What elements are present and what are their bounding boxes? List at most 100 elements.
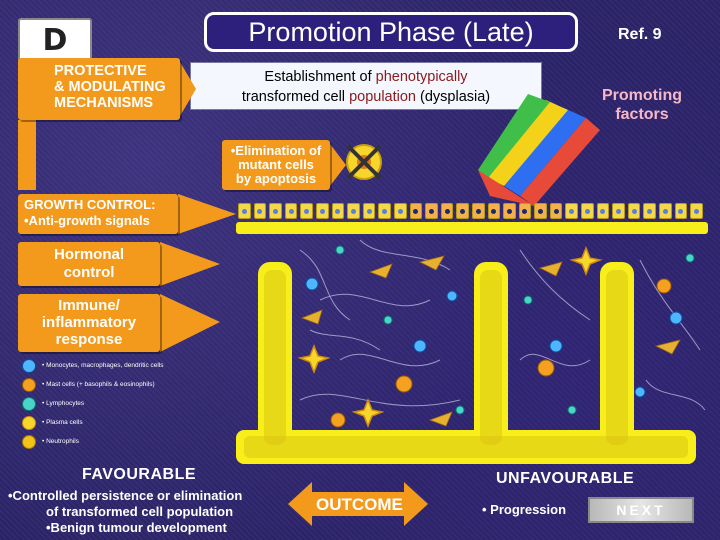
legend-item: • Monocytes, macrophages, dendritic cell… [22,356,212,375]
legend-item: • Plasma cells [22,413,212,432]
immune-arrow [160,294,220,352]
normal-cell [315,203,329,219]
growth-control-line: GROWTH CONTROL: [24,197,156,212]
normal-cell [238,203,251,219]
transformed-cell [487,203,501,219]
mast-cell-icon [22,377,36,392]
elimination-line: by apoptosis [235,171,317,186]
normal-cell [378,203,391,219]
normal-cell [674,203,688,219]
favourable-point: of transformed cell population [46,504,234,519]
cell-type-legend: • Monocytes, macrophages, dendritic cell… [22,356,212,451]
epithelial-cell-row [238,203,708,223]
transformed-cell [549,203,563,219]
next-button[interactable]: NEXT [588,497,694,523]
normal-cell [596,203,610,219]
neutrophil-icon [22,434,36,449]
normal-cell [643,203,657,219]
mast-cells [330,278,672,428]
transformed-cell [440,203,454,219]
progression-point: • Progression [482,502,567,517]
normal-cell [690,203,703,219]
fibroblast-cells [300,255,681,427]
legend-label: • Neutrophils [42,438,79,445]
blocked-cell-icon [346,144,382,180]
protective-line: PROTECTIVE [54,63,147,79]
protective-vertical-bar [18,120,36,190]
lymphocyte-cells [335,245,695,415]
legend-item: • Neutrophils [22,432,212,451]
normal-cell [362,203,376,219]
favourable-title: FAVOURABLE [82,466,197,483]
promoting-factors-line: Promoting [602,87,682,104]
normal-cell [347,203,360,219]
elimination-line: mutant cells [238,157,314,172]
plasma-cells [297,245,603,429]
normal-cell [331,203,345,219]
normal-cell [565,203,579,219]
outcome-double-arrow [288,482,428,526]
transformed-cell [409,203,423,219]
legend-item: • Lymphocytes [22,394,212,413]
normal-cell [581,203,594,219]
normal-cell [300,203,313,219]
elimination-arrow [330,144,346,186]
hormonal-line: Hormonal [53,246,124,263]
subtitle-highlight: phenotypically [375,69,468,85]
promoting-factors-line: factors [615,106,669,123]
hormonal-control-box: Hormonal control [18,242,160,286]
legend-label: • Monocytes, macrophages, dendritic cell… [42,362,164,369]
transformed-cell [425,203,438,219]
favourable-point: •Benign tumour development [46,520,227,535]
protective-line: & MODULATING [54,79,166,95]
promoting-factors-arrow [478,94,600,206]
hormonal-line: control [63,264,115,281]
tissue-structure [236,222,708,464]
lymphocyte-icon [22,396,36,411]
hormonal-arrow [160,242,220,286]
promoting-factors-label: Promoting factors [592,86,692,124]
legend-item: • Mast cells (+ basophils & eosinophils) [22,375,212,394]
normal-cell [612,203,625,219]
unfavourable-title: UNFAVOURABLE [496,470,635,487]
normal-cell [269,203,282,219]
subtitle-box: Establishment of phenotypically transfor… [190,62,542,110]
transformed-cell [518,203,532,219]
normal-cell [659,203,672,219]
protective-mechanisms-box: PROTECTIVE & MODULATING MECHANISMS [18,58,180,120]
elimination-box: •Elimination of mutant cells by apoptosi… [222,140,330,190]
monocyte-cells [305,277,683,398]
gland-texture [244,270,688,458]
growth-control-arrow [178,194,236,234]
favourable-points: •Controlled persistence or elimination o… [8,488,298,536]
panel-letter-box: D [18,18,92,62]
subtitle-part: Establishment of [264,69,376,85]
subtitle-part: transformed cell [241,89,350,105]
favourable-point: •Controlled persistence or elimination [8,488,243,503]
legend-label: • Mast cells (+ basophils & eosinophils) [42,381,155,388]
immune-response-box: Immune/ inflammatory response [18,294,160,352]
protective-arrow [180,62,196,116]
elimination-line: •Elimination of [230,143,322,158]
normal-cell [627,203,641,219]
normal-cell [253,203,267,219]
transformed-cell [456,203,469,219]
transformed-cell [471,203,485,219]
immune-line: Immune/ [58,297,120,314]
stroma-fibres [299,239,706,411]
legend-label: • Lymphocytes [42,400,85,407]
growth-control-box: GROWTH CONTROL: •Anti-growth signals [18,194,178,234]
transformed-cell [503,203,516,219]
normal-cell [284,203,298,219]
reference-label: Ref. 9 [618,26,662,43]
slide-title: Promotion Phase (Late) [204,12,578,52]
growth-control-line: •Anti-growth signals [24,213,150,228]
outcome-label: OUTCOME [316,495,403,514]
normal-cell [393,203,407,219]
legend-label: • Plasma cells [42,419,83,426]
protective-line: MECHANISMS [54,95,154,111]
transformed-cell [534,203,547,219]
monocyte-icon [22,358,36,373]
plasma-cell-icon [22,415,36,430]
